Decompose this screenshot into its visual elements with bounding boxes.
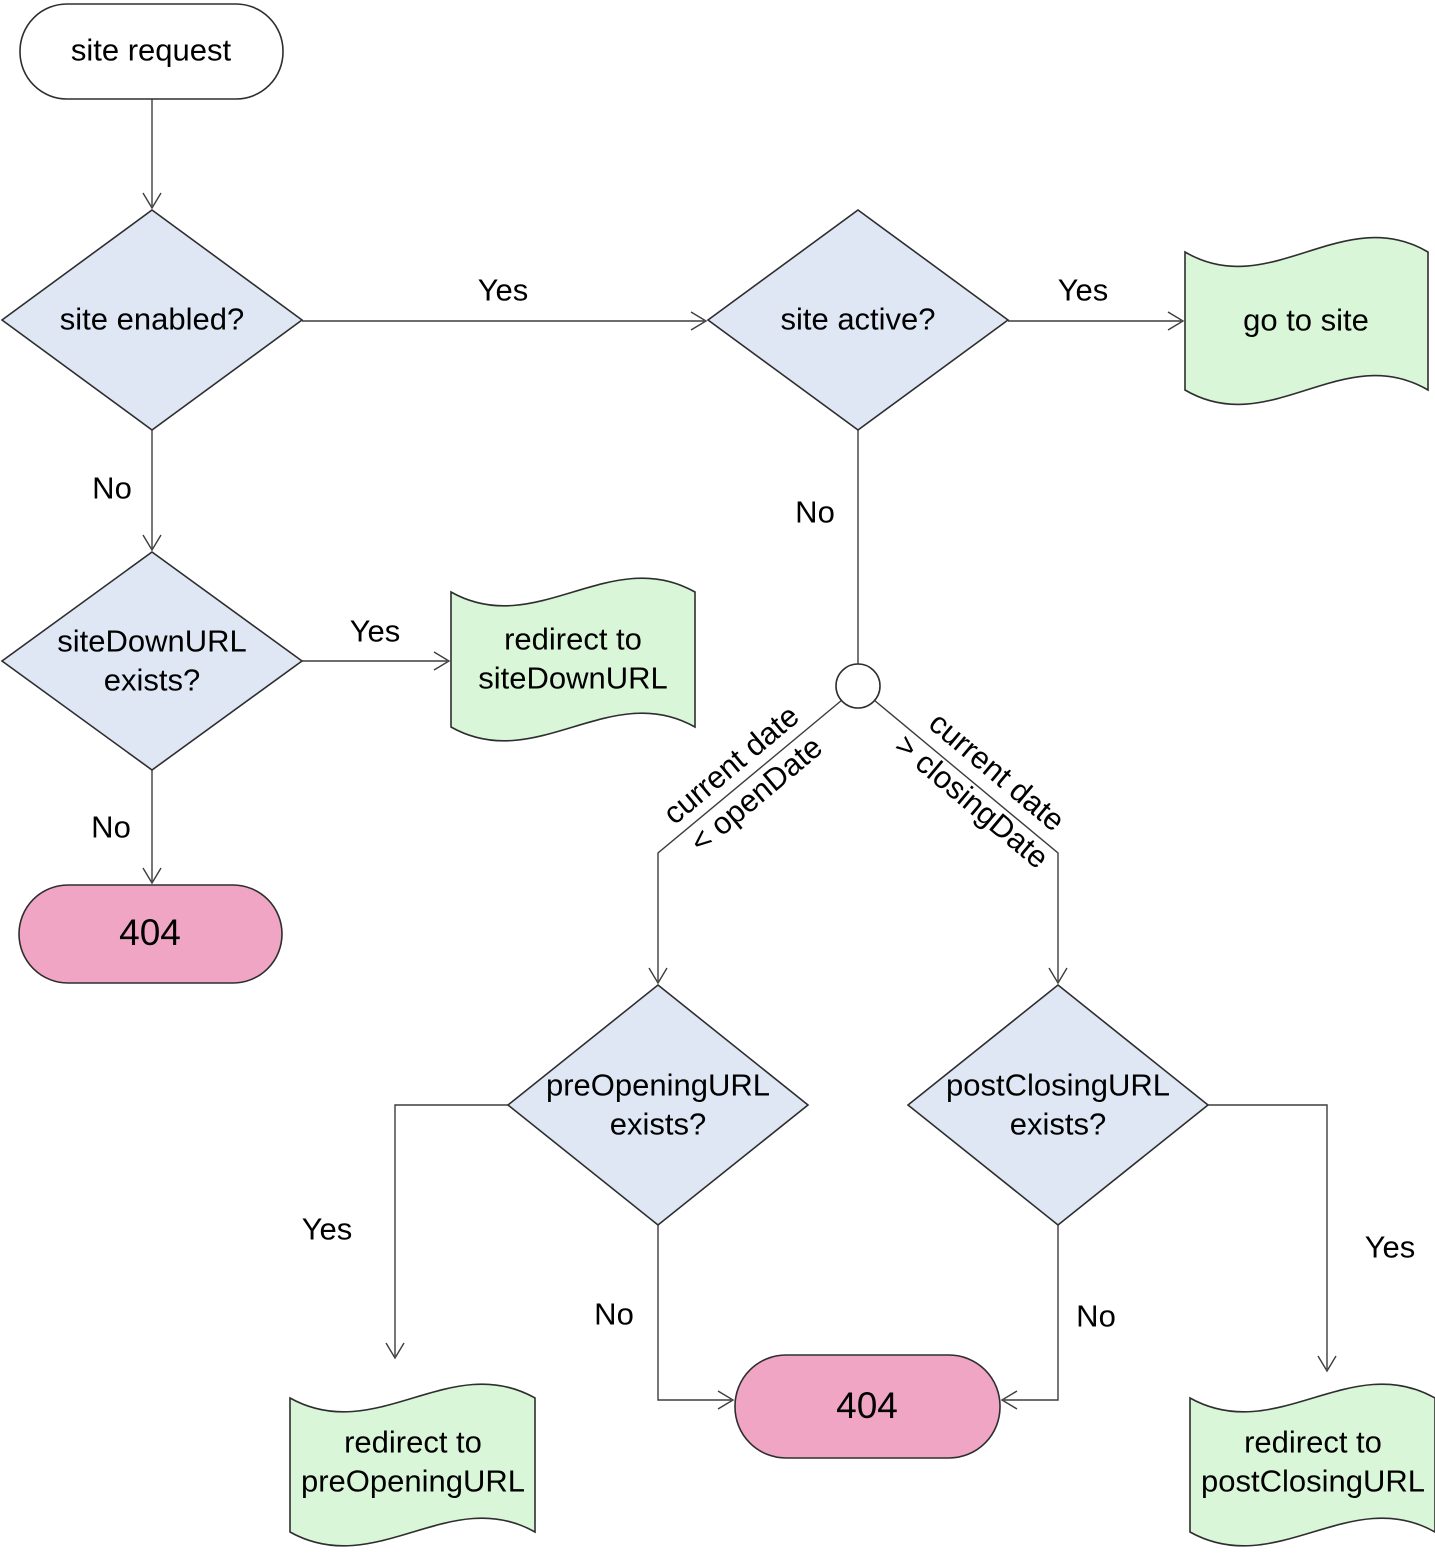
error-404-left-label: 404 — [119, 911, 181, 953]
arrowhead-postclosing-no — [1000, 1390, 1018, 1410]
arrowhead-request-to-enabled — [142, 192, 162, 210]
branch-connector-circle — [835, 663, 881, 709]
edge-preopening-yes — [394, 1104, 508, 1356]
nodes — [0, 3, 1435, 1547]
error-404-center-label: 404 — [836, 1384, 898, 1426]
active-yes-label: Yes — [1057, 272, 1109, 308]
site-request-node — [19, 3, 284, 100]
arrowhead-enabled-no — [142, 534, 162, 552]
postclosing-yes-label: Yes — [1364, 1229, 1416, 1265]
postclosing-exists-decision — [906, 983, 1210, 1227]
active-no-label: No — [795, 494, 835, 530]
edge-before-open — [657, 699, 843, 981]
site-active-label: site active? — [780, 301, 936, 337]
redirect-preopening-label: redirect to preOpeningURL — [300, 1424, 526, 1498]
arrowhead-sitedown-yes — [433, 651, 451, 671]
preopening-exists-decision — [506, 983, 810, 1227]
sitedown-no-label: No — [91, 809, 131, 845]
arrowhead-preopening-yes — [385, 1342, 405, 1360]
go-to-site-output — [1184, 236, 1429, 406]
preopening-no-label: No — [594, 1296, 634, 1332]
error-404-left-node — [18, 884, 283, 984]
arrowhead-active-yes — [1167, 311, 1185, 331]
site-active-decision — [706, 209, 1010, 431]
sitedown-exists-decision — [0, 551, 304, 771]
preopening-exists-label: preOpeningURL exists? — [545, 1067, 771, 1141]
enabled-no-label: No — [92, 470, 132, 506]
arrowhead-after-close — [1048, 967, 1068, 985]
edge-after-close — [873, 699, 1059, 981]
arrowhead-sitedown-no — [142, 867, 162, 885]
edge-preopening-no — [657, 1225, 731, 1401]
edges — [142, 99, 1337, 1410]
edge-postclosing-no — [1004, 1225, 1059, 1401]
arrowhead-before-open — [648, 967, 668, 985]
redirect-preopening-output — [289, 1383, 536, 1547]
arrowhead-postclosing-yes — [1317, 1355, 1337, 1373]
redirect-sitedown-label: redirect to siteDownURL — [478, 621, 668, 695]
error-404-center-node — [734, 1354, 1001, 1459]
enabled-yes-label: Yes — [477, 272, 529, 308]
postclosing-no-label: No — [1076, 1298, 1116, 1334]
arrowhead-enabled-yes — [690, 311, 708, 331]
redirect-postclosing-label: redirect to postClosingURL — [1201, 1424, 1425, 1498]
preopening-yes-label: Yes — [301, 1211, 353, 1247]
redirect-sitedown-output — [450, 577, 696, 742]
sitedown-yes-label: Yes — [349, 613, 401, 649]
redirect-postclosing-output — [1189, 1383, 1435, 1547]
go-to-site-label: go to site — [1243, 302, 1369, 338]
site-request-label: site request — [70, 32, 232, 68]
site-enabled-decision — [0, 209, 304, 431]
edge-postclosing-yes — [1208, 1104, 1328, 1369]
postclosing-exists-label: postClosingURL exists? — [946, 1067, 1170, 1141]
arrowhead-preopening-no — [717, 1390, 735, 1410]
site-enabled-label: site enabled? — [59, 301, 245, 337]
sitedown-exists-label: siteDownURL exists? — [57, 623, 247, 697]
